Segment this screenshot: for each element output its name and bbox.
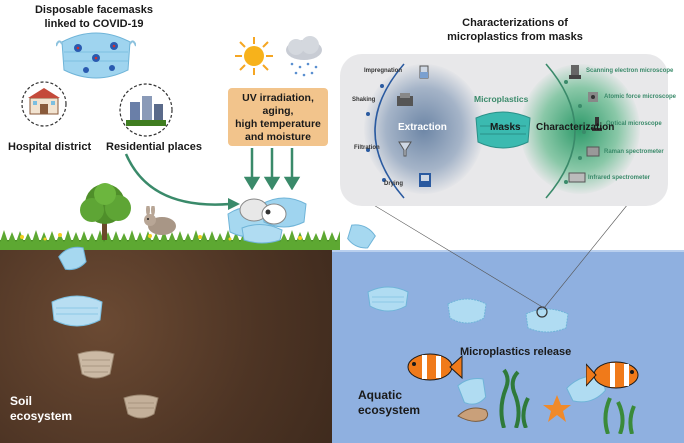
mask-pile-icon [227,197,307,244]
afm-icon [588,92,598,102]
bush-icon [80,183,131,240]
uv-line-1: UV irradiation, [242,92,314,104]
water-mask-5 [566,375,606,403]
drying-icon [419,173,431,187]
extraction-arc [366,63,405,199]
sem-icon [569,65,581,79]
optical-microscope-icon [592,117,602,131]
aquatic-label-line-2: ecosystem [358,403,421,417]
seaweed-icon-2 [603,397,636,434]
extraction-glow [364,64,484,194]
characterizations-title: Characterizations of microplastics from … [420,16,610,44]
mask-falling-2 [347,224,376,249]
characterization-arc [545,63,586,199]
microplastics-release-label: Microplastics release [460,346,572,358]
seaweed-icon-1 [499,368,530,428]
residential-label: Residential places [106,141,202,153]
step-drying: Drying [384,181,404,187]
mask-falling-1 [58,246,87,271]
soil-ground [0,243,338,443]
infrared-icon [568,172,586,183]
characterization-panel: Impregnation Shaking Filtration Drying S… [340,54,676,206]
aquatic-label-line-1: Aquatic [358,388,403,402]
aquatic-label: Aquatic ecosystem [358,388,420,418]
step-afm: Atomic force microscope [604,94,677,100]
facemasks-title: Disposable facemasks linked to COVID-19 [34,4,153,30]
center-mask-icon [475,111,531,149]
masks-label: Masks [490,122,521,133]
rabbit-icon [144,206,176,235]
starfish-icon [543,395,571,422]
step-sem: Scanning electron microscope [586,68,674,74]
uv-line-4: and moisture [245,131,311,143]
characterization-label: Characterization [536,122,615,133]
water-mask-4 [457,377,487,405]
leader-lines [371,203,629,309]
uv-conditions-box: UV irradiation, aging, high temperature … [228,88,328,146]
shaking-icon [397,93,413,106]
clownfish-icon-2 [586,361,639,389]
water-mask-2 [447,298,487,324]
soil-mask-1 [51,295,103,327]
raman-icon [586,146,600,157]
filtration-icon [398,141,412,157]
extraction-label: Extraction [398,122,447,133]
curved-arrow [124,153,240,210]
step-optical: Optical microscope [606,121,662,127]
step-raman: Raman spectrometer [604,149,664,155]
step-filtration: Filtration [354,145,380,151]
hospital-icon [21,81,67,127]
aquatic-water [332,250,684,443]
characterizations-title-line-2: microplastics from masks [447,31,583,43]
uv-line-2: aging, [262,105,294,117]
soil-mask-2 [77,350,115,379]
step-infrared: Infrared spectrometer [588,175,651,181]
water-surface [332,250,684,252]
step-shaking: Shaking [352,97,376,103]
microplastics-label: Microplastics [474,94,529,104]
sun-icon [235,37,273,75]
uv-line-3: high temperature [235,118,321,130]
residential-icon [119,83,173,137]
clownfish-icon-1 [407,353,463,381]
characterizations-title-line-1: Characterizations of [462,17,568,29]
soil-label-line-1: Soil [10,394,33,408]
step-impregnation: Impregnation [364,68,403,74]
water-mask-1 [367,286,409,312]
characterization-glow [520,64,640,194]
cloud-icon [286,36,322,77]
covid-mask-icon [56,32,136,79]
soil-label-line-2: ecosystem [10,409,73,423]
soil-label: Soil ecosystem [10,394,72,424]
soil-mask-3 [123,394,159,419]
shrimp-icon [457,407,489,422]
down-arrows [244,148,301,190]
hospital-label: Hospital district [8,141,92,153]
impregnation-icon [419,65,429,79]
